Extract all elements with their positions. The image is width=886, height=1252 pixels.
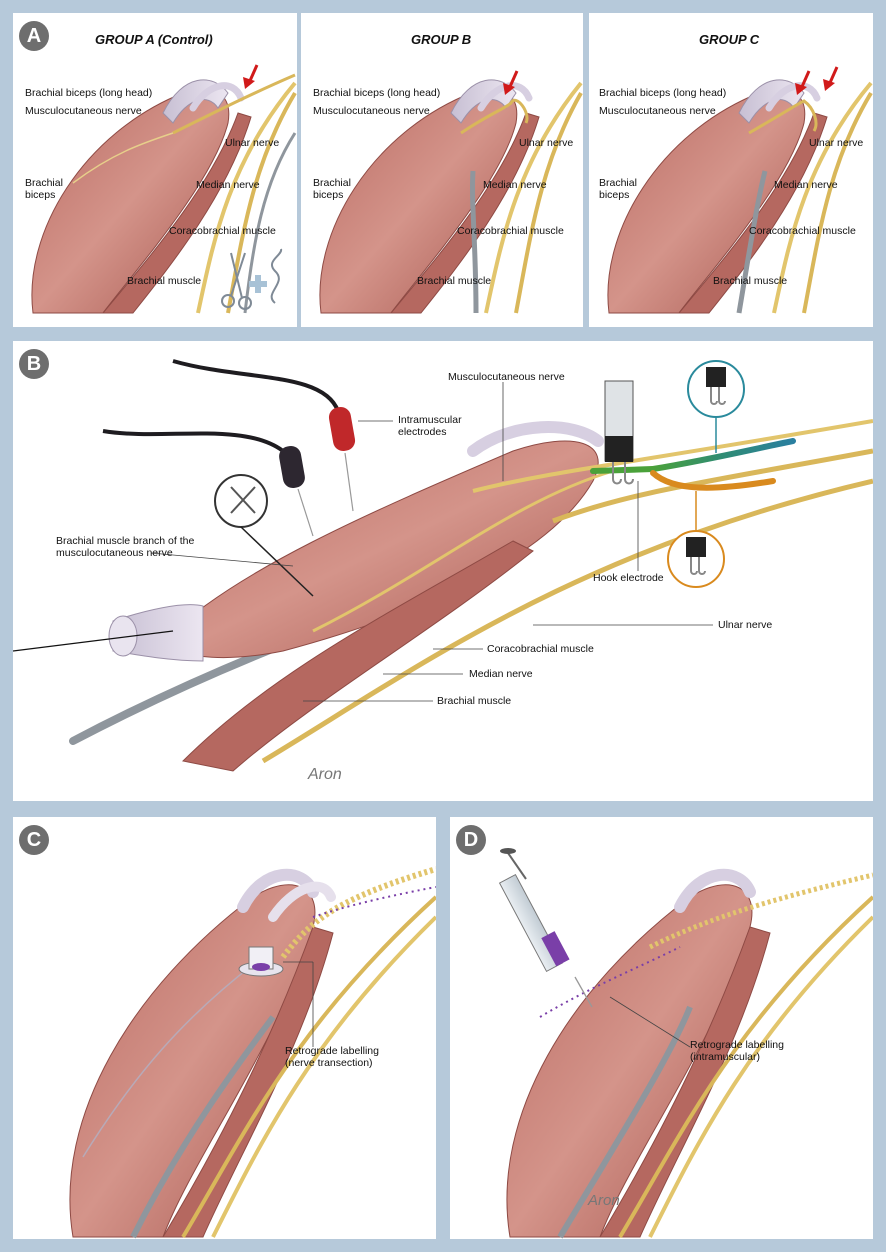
group-b-illustration: [319, 70, 583, 314]
label-ulnar-nerve: Ulnar nerve: [809, 137, 864, 149]
suture-icon: [249, 248, 283, 304]
signature: Aron: [307, 766, 342, 783]
panel-a-group-c: GROUP C Brachial biceps (long head) Musc…: [589, 13, 873, 327]
label-biceps-long-head: Brachial biceps (long head): [313, 87, 441, 99]
panel-b: Aron B Musculocutaneous nerve Intramuscu…: [13, 341, 873, 801]
label-ulnar-nerve: Ulnar nerve: [519, 137, 574, 149]
label-musculocutaneous-nerve: Musculocutaneous nerve: [448, 371, 565, 383]
label-intramuscular-electrodes: Intramuscular electrodes: [398, 414, 462, 438]
scissors-icon: [221, 252, 252, 310]
label-ulnar-nerve: Ulnar nerve: [718, 619, 773, 631]
electrode-red: [328, 407, 356, 512]
red-arrow-icon: [823, 66, 839, 91]
label-ulnar-nerve: Ulnar nerve: [225, 137, 280, 149]
signature: Aron: [587, 1192, 620, 1209]
label-brachial-muscle: Brachial muscle: [127, 275, 202, 287]
label-musculocutaneous-nerve: Musculocutaneous nerve: [599, 105, 716, 117]
label-brachial-muscle-branch: Brachial muscle branch of the musculocut…: [56, 535, 195, 559]
group-c-illustration: [607, 66, 873, 314]
label-brachial-muscle: Brachial muscle: [713, 275, 788, 287]
label-brachial-muscle: Brachial muscle: [417, 275, 492, 287]
label-coracobrachial-muscle: Coracobrachial muscle: [457, 225, 564, 237]
label-retrograde-labelling-intramuscular: Retrograde labelling (intramuscular): [690, 1039, 784, 1063]
panel-c-illustration: [69, 866, 436, 1239]
group-title: GROUP B: [411, 32, 472, 47]
label-hook-electrode: Hook electrode: [593, 572, 664, 584]
label-brachial-biceps: Brachial biceps: [599, 177, 637, 201]
label-biceps-long-head: Brachial biceps (long head): [599, 87, 727, 99]
label-coracobrachial-muscle: Coracobrachial muscle: [749, 225, 856, 237]
panel-a-group-a: GROUP A (Control) Brachial biceps (long …: [13, 13, 297, 327]
hook-electrode-icon: [687, 360, 745, 453]
hook-electrode-icon: [604, 380, 634, 485]
label-brachial-biceps: Brachial biceps: [313, 177, 351, 201]
red-arrow-icon: [243, 64, 259, 89]
group-title: GROUP C: [699, 32, 760, 47]
panel-badge-d: D: [456, 825, 486, 855]
panel-d-illustration: Aron: [498, 848, 873, 1239]
red-arrow-icon: [795, 70, 811, 95]
panel-d: Aron D Retrograde labelling (intramuscul…: [450, 817, 873, 1239]
label-median-nerve: Median nerve: [469, 668, 533, 680]
panel-badge-a: A: [19, 21, 49, 51]
syringe-icon: [498, 848, 593, 1008]
scissors-icon: [214, 474, 314, 597]
panel-c: C Retrograde labelling (nerve transectio…: [13, 817, 436, 1239]
electrode-black: [279, 445, 314, 537]
label-biceps-long-head: Brachial biceps (long head): [25, 87, 153, 99]
label-retrograde-labelling-nerve-transection: Retrograde labelling (nerve transection): [285, 1045, 379, 1069]
panel-badge-c: C: [19, 825, 49, 855]
group-a-illustration: [31, 64, 297, 314]
label-brachial-muscle: Brachial muscle: [437, 695, 512, 707]
gel-cup-icon: [238, 946, 284, 977]
label-brachial-biceps: Brachial biceps: [25, 177, 63, 201]
label-coracobrachial-muscle: Coracobrachial muscle: [487, 643, 594, 655]
label-median-nerve: Median nerve: [483, 179, 547, 191]
label-median-nerve: Median nerve: [196, 179, 260, 191]
panel-a-group-b: GROUP B Brachial biceps (long head) Musc…: [301, 13, 583, 327]
panel-b-illustration: Aron: [13, 359, 873, 783]
label-coracobrachial-muscle: Coracobrachial muscle: [169, 225, 276, 237]
label-musculocutaneous-nerve: Musculocutaneous nerve: [313, 105, 430, 117]
panel-badge-b: B: [19, 349, 49, 379]
red-arrow-icon: [503, 70, 519, 95]
hook-electrode-icon: [667, 491, 725, 588]
label-median-nerve: Median nerve: [774, 179, 838, 191]
label-musculocutaneous-nerve: Musculocutaneous nerve: [25, 105, 142, 117]
group-title: GROUP A (Control): [95, 32, 213, 47]
